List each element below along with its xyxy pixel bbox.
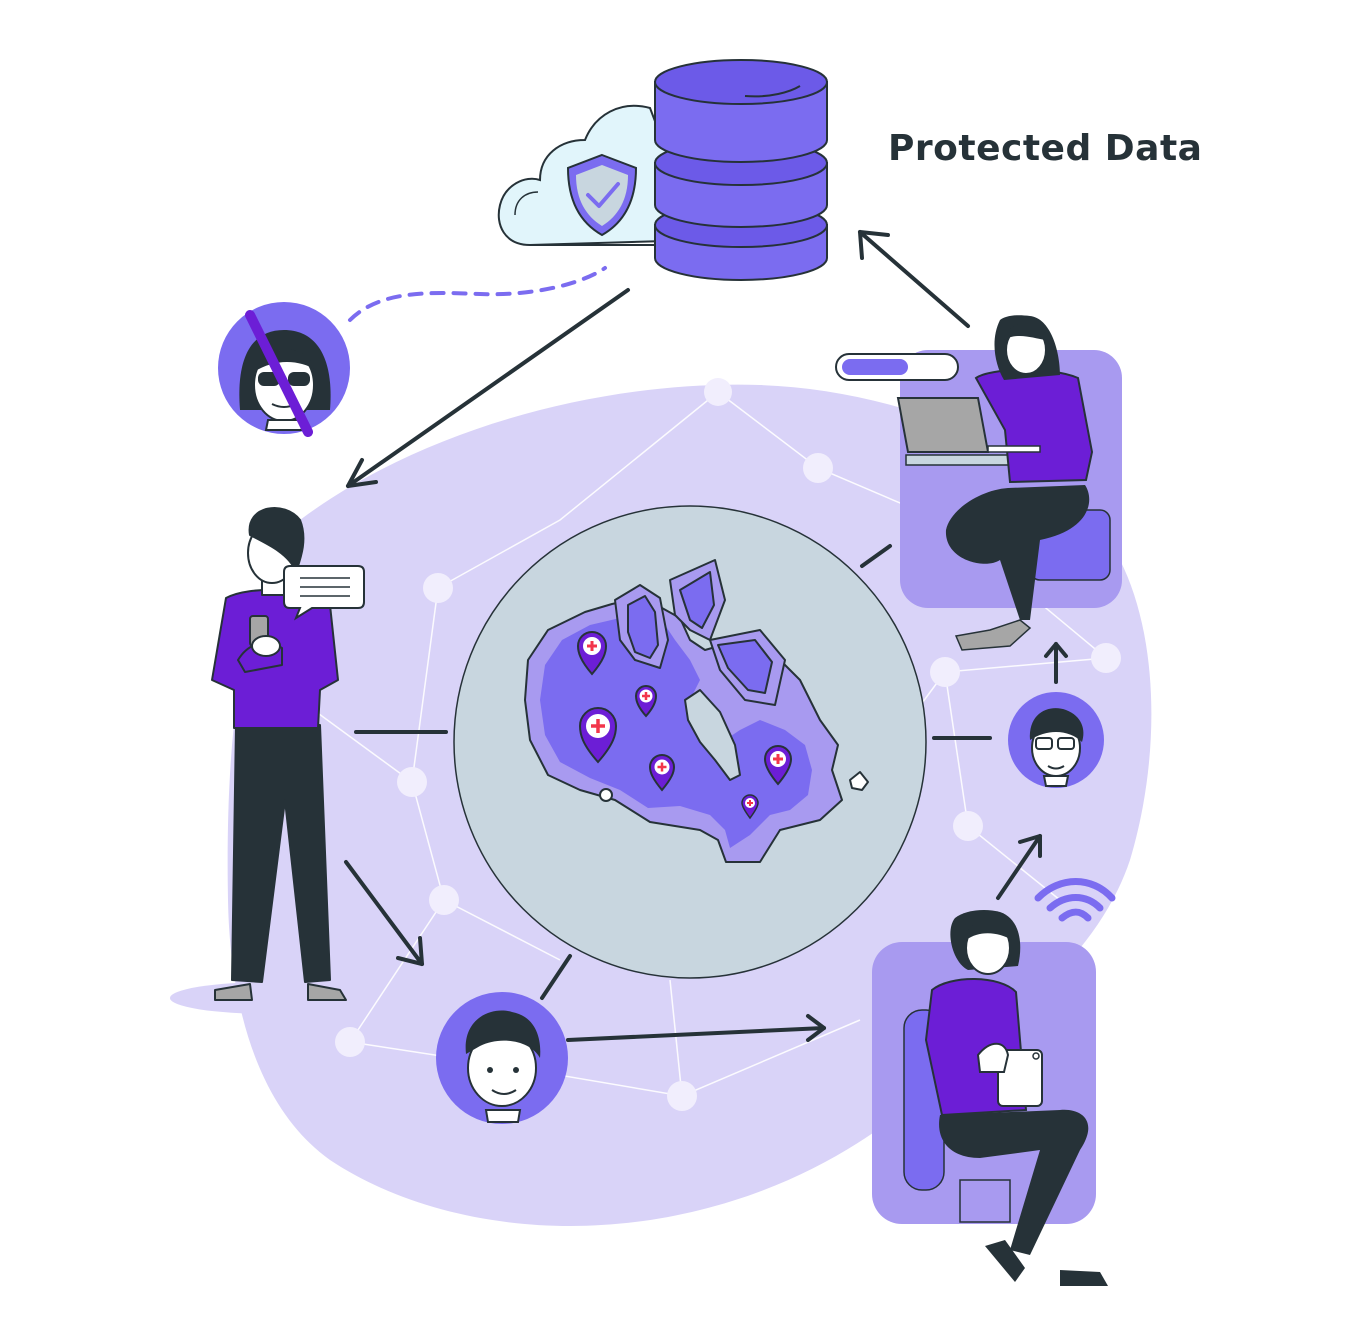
arrow-boy-to-reader — [566, 1026, 826, 1042]
glasses-avatar — [1008, 692, 1104, 788]
woman-with-laptop — [835, 315, 1122, 651]
medical-pin-icon — [763, 745, 793, 786]
medical-pin-icon — [648, 754, 676, 792]
dashed-connection — [348, 266, 607, 322]
chat-bubble-icon — [283, 565, 365, 621]
upload-progress-fill — [842, 359, 908, 375]
boy-avatar — [436, 992, 568, 1124]
medical-pin-icon — [576, 631, 608, 676]
medical-pin-icon — [578, 707, 618, 764]
connector-globe-laptop — [860, 544, 892, 568]
medical-pin-icon — [741, 794, 759, 820]
database-icon — [654, 59, 828, 281]
network-nodes — [335, 378, 1121, 1111]
arrow-man-to-boy — [344, 860, 424, 966]
blocked-user-avatar — [218, 302, 350, 437]
medical-pin-icon — [634, 685, 658, 718]
page-title: Protected Data — [888, 128, 1203, 169]
woman-with-tablet — [872, 910, 1108, 1286]
flow-arrows — [344, 230, 1068, 1042]
canada-map-icon — [524, 559, 869, 863]
arrow-reader-to-glasses — [996, 834, 1042, 900]
shield-check-icon — [566, 153, 638, 237]
arrow-woman-to-db — [858, 230, 970, 328]
man-with-phone — [211, 507, 347, 1001]
connector-globe-boy — [540, 954, 572, 1000]
arrow-db-to-man — [346, 288, 630, 488]
medical-pins — [576, 631, 793, 820]
wifi-icon — [1034, 878, 1116, 922]
